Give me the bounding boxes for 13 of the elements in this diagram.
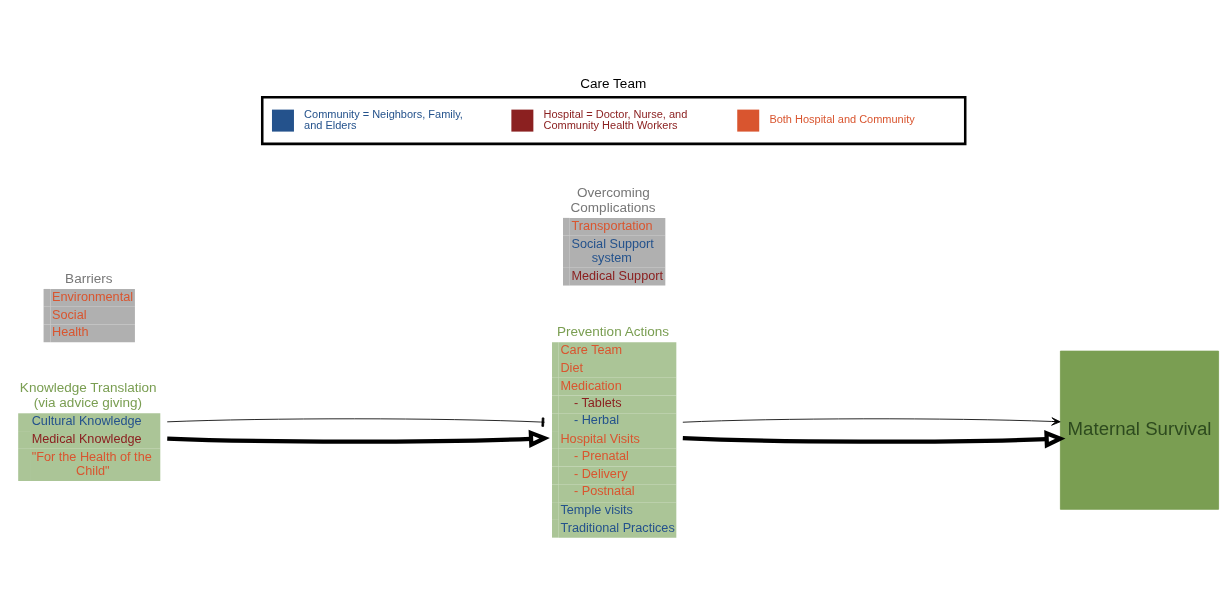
- arrow: [682, 429, 1066, 448]
- node-label: Overcoming Complications: [570, 184, 656, 215]
- connector: [166, 416, 546, 427]
- node-box: Maternal Survival: [1059, 350, 1219, 510]
- legend-label: Both Hospital and Community: [769, 112, 915, 125]
- arrow: [167, 429, 550, 448]
- legend-label: Hospital = Doctor, Nurse, and Community Health Workers: [543, 107, 688, 131]
- node-label: Barriers: [65, 270, 113, 286]
- label: Care Team: [580, 75, 647, 91]
- node-label: Knowledge Translation (via advice giving): [19, 379, 157, 410]
- node-label: Prevention Actions: [557, 323, 670, 339]
- arrow: [682, 416, 1061, 426]
- legend-label: Community = Neighbors, Family, and Elders: [304, 107, 463, 131]
